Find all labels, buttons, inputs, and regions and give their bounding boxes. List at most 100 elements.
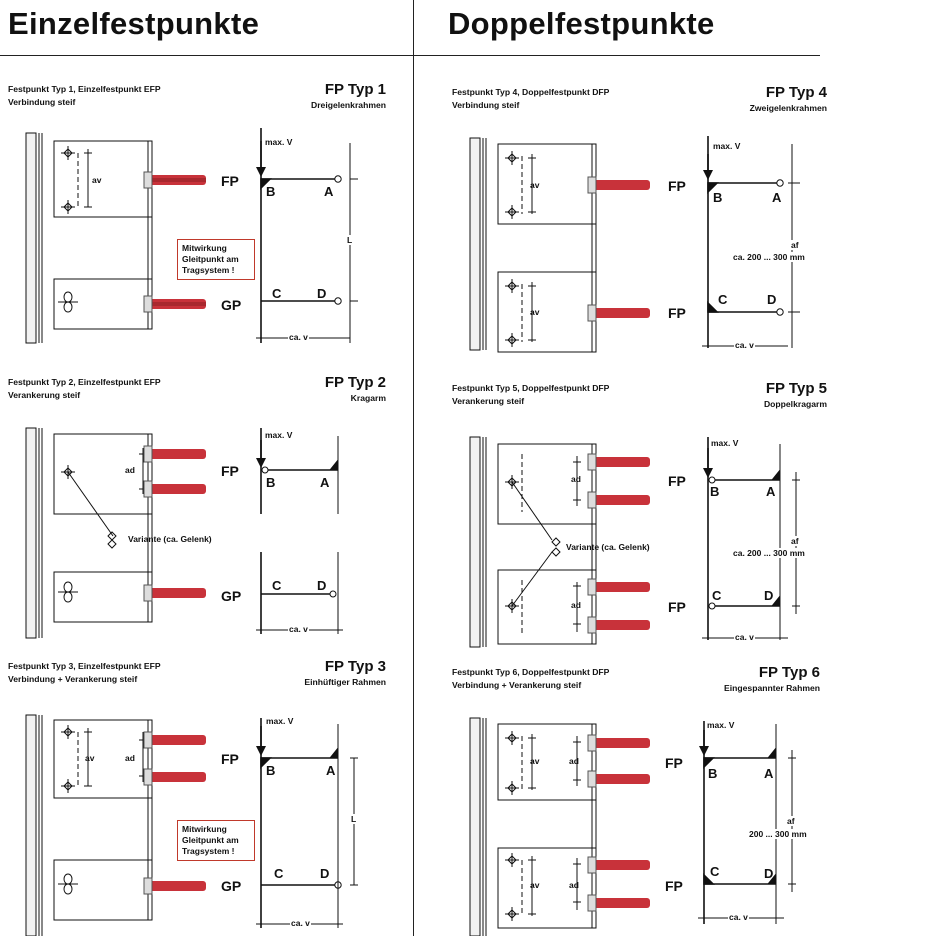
corner-b: B xyxy=(710,484,720,499)
desc-line-1: Festpunkt Typ 6, Doppelfestpunkt DFP xyxy=(452,667,610,677)
static-system xyxy=(256,128,358,343)
dim-ad-label-lower: ad xyxy=(569,880,579,890)
bolt-symbols xyxy=(58,465,117,603)
variante-label: Variante (ca. Gelenk) xyxy=(128,534,212,544)
bracket-plates xyxy=(53,433,153,623)
desc-line-1: Festpunkt Typ 4, Doppelfestpunkt DFP xyxy=(452,87,610,97)
panel-subtitle: Zweigelenkrahmen xyxy=(749,103,827,113)
variante-label: Variante (ca. Gelenk) xyxy=(566,542,650,552)
dim-ad-label-upper: ad xyxy=(571,474,581,484)
width-label: ca. v xyxy=(288,332,309,342)
dim-av xyxy=(84,149,92,208)
fp-label-lower: FP xyxy=(668,305,686,321)
desc-line-2: Verankerung steif xyxy=(452,396,525,406)
dim-av-label-upper: av xyxy=(530,180,540,190)
corner-c: C xyxy=(710,864,720,879)
dims xyxy=(573,456,581,632)
dim-ad-label: ad xyxy=(125,753,135,763)
bolt-symbols xyxy=(58,725,78,895)
wall-structure xyxy=(469,436,487,648)
corner-a: A xyxy=(764,766,774,781)
note-box: Mitwirkung Gleitpunkt am Tragsystem ! xyxy=(177,820,255,861)
wall-structure xyxy=(25,132,43,344)
desc-line-2: Verbindung + Verankerung steif xyxy=(8,674,138,684)
max-v-arrow xyxy=(703,154,713,180)
fp-label: FP xyxy=(221,463,239,479)
fp-label-upper: FP xyxy=(665,755,683,771)
dim-av-label-upper: av xyxy=(530,756,540,766)
desc-line-2: Verbindung + Verankerung steif xyxy=(452,680,582,690)
fp-label-lower: FP xyxy=(668,599,686,615)
fp-label-lower: FP xyxy=(665,878,683,894)
anchor-bolts xyxy=(143,731,206,895)
bracket-plates xyxy=(497,443,597,645)
wall-structure xyxy=(469,717,487,936)
width-label: ca. v xyxy=(728,912,749,922)
installation-drawing xyxy=(25,714,358,936)
title-divider xyxy=(0,55,820,56)
panel-description: Festpunkt Typ 5, Doppelfestpunkt DFP Ver… xyxy=(452,382,712,408)
panel-description: Festpunkt Typ 4, Doppelfestpunkt DFP Ver… xyxy=(452,86,712,112)
corner-a: A xyxy=(766,484,776,499)
width-label: ca. v xyxy=(734,632,755,642)
corner-c: C xyxy=(274,866,284,881)
bracket-plates xyxy=(497,143,597,353)
column-divider xyxy=(413,0,414,936)
corner-a: A xyxy=(324,184,334,199)
panel-subtitle: Doppelkragarm xyxy=(763,399,827,409)
fp-label-upper: FP xyxy=(668,473,686,489)
corner-d: D xyxy=(317,578,327,593)
anchor-bolt-lower xyxy=(143,295,206,313)
panel-fp-typ-5: Festpunkt Typ 5, Doppelfestpunkt DFP Ver… xyxy=(452,380,862,652)
panel-fp-typ-3: Festpunkt Typ 3, Einzelfestpunkt EFP Ver… xyxy=(8,658,418,936)
installation-drawing xyxy=(469,136,800,353)
right-column-title: Doppelfestpunkte xyxy=(448,6,715,41)
corner-b: B xyxy=(266,475,276,490)
corner-a: A xyxy=(326,763,336,778)
panel-fp-typ-6: Festpunkt Typ 6, Doppelfestpunkt DFP Ver… xyxy=(452,664,862,936)
wall-structure xyxy=(469,137,487,351)
gp-label: GP xyxy=(221,588,242,604)
fp-label-upper: FP xyxy=(668,178,686,194)
anchor-bolts xyxy=(143,445,206,602)
max-v-label: max. V xyxy=(711,438,739,448)
panel-title: FP Typ 4 xyxy=(765,84,827,101)
corner-c: C xyxy=(712,588,722,603)
panel-title: FP Typ 1 xyxy=(324,81,386,98)
max-v-arrow xyxy=(699,730,709,756)
desc-line-1: Festpunkt Typ 1, Einzelfestpunkt EFP xyxy=(8,84,161,94)
corner-d: D xyxy=(764,866,774,881)
bracket-plates xyxy=(53,140,153,330)
desc-line-1: Festpunkt Typ 3, Einzelfestpunkt EFP xyxy=(8,661,161,671)
bracket-plates xyxy=(53,719,153,921)
panel-subtitle: Eingespannter Rahmen xyxy=(724,683,820,693)
desc-line-1: Festpunkt Typ 2, Einzelfestpunkt EFP xyxy=(8,377,161,387)
wall-structure xyxy=(25,714,43,936)
max-v-label: max. V xyxy=(707,720,735,730)
anchor-bolts xyxy=(587,453,650,634)
panel-subtitle: Dreigelenkrahmen xyxy=(311,100,386,110)
dim-av-label: av xyxy=(85,753,95,763)
panel-title: FP Typ 6 xyxy=(758,664,820,681)
span-range-label: 200 ... 300 mm xyxy=(748,829,808,839)
panel-subtitle: Einhüftiger Rahmen xyxy=(304,677,386,687)
installation-drawing xyxy=(25,128,358,344)
desc-line-2: Verbindung steif xyxy=(452,100,520,110)
static-system xyxy=(256,428,343,634)
span-label: af xyxy=(790,536,800,546)
width-label: ca. v xyxy=(734,340,755,350)
width-label: ca. v xyxy=(288,624,309,634)
span-label: af xyxy=(790,240,800,250)
dims xyxy=(528,734,581,916)
dim-av-label-lower: av xyxy=(530,307,540,317)
corner-b: B xyxy=(266,763,276,778)
dim-ad-label-upper: ad xyxy=(569,756,579,766)
desc-line-1: Festpunkt Typ 5, Doppelfestpunkt DFP xyxy=(452,383,610,393)
span-label: L xyxy=(346,235,354,245)
panel-title: FP Typ 5 xyxy=(765,380,827,397)
max-v-arrow xyxy=(703,448,713,478)
desc-line-2: Verankerung steif xyxy=(8,390,81,400)
anchor-bolts xyxy=(587,734,650,912)
note-box: Mitwirkung Gleitpunkt am Tragsystem ! xyxy=(177,239,255,280)
width-label: ca. v xyxy=(290,918,311,928)
